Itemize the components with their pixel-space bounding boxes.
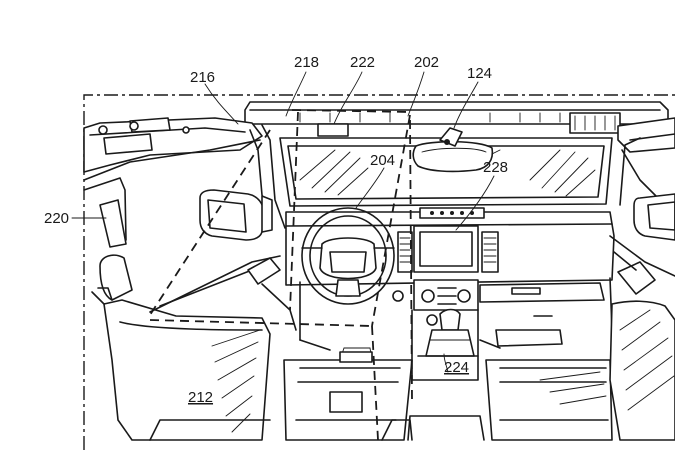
roof-frame — [244, 101, 669, 134]
rear-seat-left — [283, 347, 413, 441]
rear-view-mirror — [412, 127, 494, 173]
label-124: 124 — [467, 65, 492, 82]
label-218: 218 — [294, 54, 319, 71]
label-228: 228 — [483, 159, 508, 176]
interior-lines — [149, 235, 675, 441]
steering-wheel — [301, 207, 395, 305]
label-204: 204 — [370, 152, 395, 169]
label-202: 202 — [414, 54, 439, 71]
label-216: 216 — [190, 69, 215, 86]
label-224: 224 — [444, 359, 469, 376]
overhead-camera — [317, 123, 349, 137]
right-side-mirror — [633, 193, 675, 241]
dashboard — [285, 207, 615, 341]
right-seat — [609, 261, 675, 441]
climate-controls — [392, 279, 479, 311]
left-door-panel — [149, 255, 297, 331]
figure-boundary — [83, 94, 675, 450]
reference-numerals: 216 218 222 202 124 204 228 220 224 212 — [44, 54, 508, 406]
sensing-zones — [147, 109, 413, 441]
right-roll-bar — [617, 117, 675, 206]
label-220: 220 — [44, 210, 69, 227]
leader-lines — [71, 71, 495, 373]
label-222: 222 — [350, 54, 375, 71]
infotainment-display — [397, 225, 499, 273]
label-212: 212 — [188, 389, 213, 406]
left-roll-bar — [83, 117, 263, 248]
rear-seat-right — [485, 359, 613, 441]
left-side-mirror — [199, 189, 273, 241]
left-seat — [91, 254, 271, 441]
